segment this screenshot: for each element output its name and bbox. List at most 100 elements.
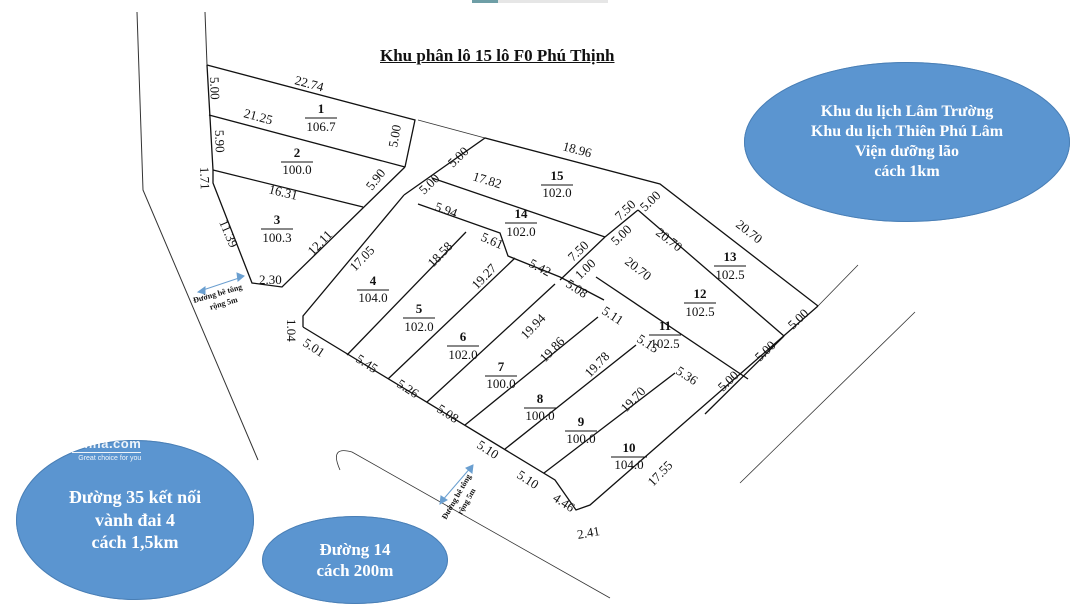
svg-text:8: 8 bbox=[537, 391, 544, 406]
svg-text:5.00: 5.00 bbox=[385, 124, 404, 149]
svg-text:100.3: 100.3 bbox=[262, 230, 291, 245]
svg-text:20.70: 20.70 bbox=[733, 217, 765, 247]
lot-13-label: 13 102.5 bbox=[714, 249, 746, 282]
road14-distance-bubble: Đường 14 cách 200m bbox=[262, 516, 448, 604]
bubble-line: Đường 35 kết nối bbox=[68, 487, 202, 508]
lot-boundaries bbox=[206, 64, 819, 511]
svg-text:5.00: 5.00 bbox=[416, 171, 443, 198]
svg-text:5.00: 5.00 bbox=[608, 222, 635, 249]
lot-12-label: 12 102.5 bbox=[684, 286, 716, 319]
svg-text:7.50: 7.50 bbox=[612, 197, 639, 224]
svg-text:5.10: 5.10 bbox=[514, 467, 541, 492]
lot-7-label: 7 100.0 bbox=[485, 359, 517, 391]
svg-text:5.11: 5.11 bbox=[599, 303, 626, 328]
lot-11-label: 11 102.5 bbox=[649, 318, 681, 351]
svg-text:12.11: 12.11 bbox=[304, 227, 335, 258]
svg-text:102.0: 102.0 bbox=[542, 185, 571, 200]
svg-text:12: 12 bbox=[694, 286, 707, 301]
lot-9-label: 9 100.0 bbox=[565, 414, 597, 446]
svg-text:102.5: 102.5 bbox=[685, 304, 714, 319]
svg-text:100.0: 100.0 bbox=[525, 408, 554, 423]
svg-text:5.00: 5.00 bbox=[445, 144, 472, 171]
svg-text:5.00: 5.00 bbox=[637, 188, 664, 215]
svg-text:21.25: 21.25 bbox=[242, 105, 274, 127]
svg-text:2.30: 2.30 bbox=[259, 272, 282, 287]
svg-text:2: 2 bbox=[294, 145, 301, 160]
svg-text:18.96: 18.96 bbox=[561, 138, 594, 160]
watermark-logo: ...nhà.com bbox=[72, 436, 142, 453]
bubble-line: Khu du lịch Thiên Phú Lâm bbox=[810, 123, 1004, 140]
svg-text:106.7: 106.7 bbox=[306, 119, 336, 134]
svg-text:100.0: 100.0 bbox=[486, 376, 515, 391]
svg-text:5.42: 5.42 bbox=[527, 255, 554, 279]
svg-text:5.90: 5.90 bbox=[212, 130, 228, 153]
lot-8-label: 8 100.0 bbox=[524, 391, 556, 423]
svg-text:6: 6 bbox=[460, 329, 467, 344]
lot-5-label: 5 102.0 bbox=[403, 301, 435, 334]
svg-text:104.0: 104.0 bbox=[614, 457, 643, 472]
svg-text:19.70: 19.70 bbox=[617, 384, 648, 415]
svg-text:7: 7 bbox=[498, 359, 505, 374]
svg-text:3: 3 bbox=[274, 212, 281, 227]
svg-text:102.5: 102.5 bbox=[715, 267, 744, 282]
lot-1-label: 1 106.7 bbox=[305, 101, 337, 134]
svg-text:5.61: 5.61 bbox=[479, 229, 506, 252]
svg-text:15: 15 bbox=[551, 168, 565, 183]
road-width-arrows bbox=[196, 272, 474, 505]
svg-text:5.10: 5.10 bbox=[474, 437, 501, 462]
svg-text:17.05: 17.05 bbox=[346, 243, 377, 274]
svg-text:19.86: 19.86 bbox=[536, 333, 567, 365]
svg-text:4: 4 bbox=[370, 273, 377, 288]
svg-text:9: 9 bbox=[578, 414, 585, 429]
svg-text:5.08: 5.08 bbox=[434, 401, 461, 426]
svg-text:102.0: 102.0 bbox=[448, 347, 477, 362]
svg-text:18.58: 18.58 bbox=[424, 239, 455, 270]
bubble-line: vành đai 4 bbox=[94, 509, 176, 530]
svg-text:1.04: 1.04 bbox=[284, 319, 299, 342]
bubble-line: Đường 14 bbox=[319, 539, 391, 559]
svg-text:11: 11 bbox=[659, 318, 671, 333]
svg-text:20.70: 20.70 bbox=[653, 225, 685, 255]
svg-text:102.5: 102.5 bbox=[650, 336, 679, 351]
lot-3-label: 3 100.3 bbox=[261, 212, 293, 245]
svg-text:100.0: 100.0 bbox=[566, 431, 595, 446]
tourism-distance-bubble: Khu du lịch Lâm Trường Khu du lịch Thiên… bbox=[744, 62, 1070, 222]
svg-text:5.00: 5.00 bbox=[785, 306, 812, 333]
svg-text:11.39: 11.39 bbox=[216, 217, 241, 249]
boundary-lines bbox=[136, 11, 916, 599]
svg-text:13: 13 bbox=[724, 249, 738, 264]
top-edge-bar bbox=[472, 0, 608, 3]
lot-6-label: 6 102.0 bbox=[447, 329, 479, 362]
svg-text:17.82: 17.82 bbox=[471, 169, 503, 192]
svg-text:104.0: 104.0 bbox=[358, 290, 387, 305]
svg-text:102.0: 102.0 bbox=[506, 224, 535, 239]
road-label-upper: Đường bê tông rộng 5m bbox=[192, 282, 243, 311]
svg-text:5.00: 5.00 bbox=[207, 77, 223, 100]
lot-4-label: 4 104.0 bbox=[357, 273, 389, 305]
bubble-line: cách 200m bbox=[316, 561, 394, 580]
lot-2-label: 2 100.0 bbox=[281, 145, 313, 177]
bubble-line: Khu du lịch Lâm Trường bbox=[820, 103, 994, 120]
svg-text:10: 10 bbox=[623, 440, 636, 455]
bubble-line: Viện dưỡng lão bbox=[854, 143, 960, 160]
svg-text:14: 14 bbox=[515, 206, 529, 221]
road35-distance-bubble: Đường 35 kết nối vành đai 4 cách 1,5km bbox=[16, 440, 254, 600]
svg-text:5.36: 5.36 bbox=[673, 363, 701, 388]
svg-text:5.90: 5.90 bbox=[363, 166, 389, 193]
watermark-tagline: Great choice for you bbox=[78, 455, 142, 462]
svg-text:2.41: 2.41 bbox=[576, 523, 601, 542]
lot-15-label: 15 102.0 bbox=[541, 168, 573, 200]
svg-text:22.74: 22.74 bbox=[293, 72, 326, 94]
svg-text:17.55: 17.55 bbox=[644, 458, 675, 489]
svg-text:100.0: 100.0 bbox=[282, 162, 311, 177]
svg-text:1.71: 1.71 bbox=[197, 167, 213, 190]
page-title: Khu phân lô 15 lô F0 Phú Thịnh bbox=[380, 46, 615, 65]
svg-text:5: 5 bbox=[416, 301, 423, 316]
svg-text:4.46: 4.46 bbox=[550, 490, 578, 515]
svg-text:1: 1 bbox=[318, 101, 325, 116]
bubble-line: cách 1km bbox=[874, 163, 940, 180]
svg-text:5.94: 5.94 bbox=[433, 199, 460, 221]
svg-text:102.0: 102.0 bbox=[404, 319, 433, 334]
